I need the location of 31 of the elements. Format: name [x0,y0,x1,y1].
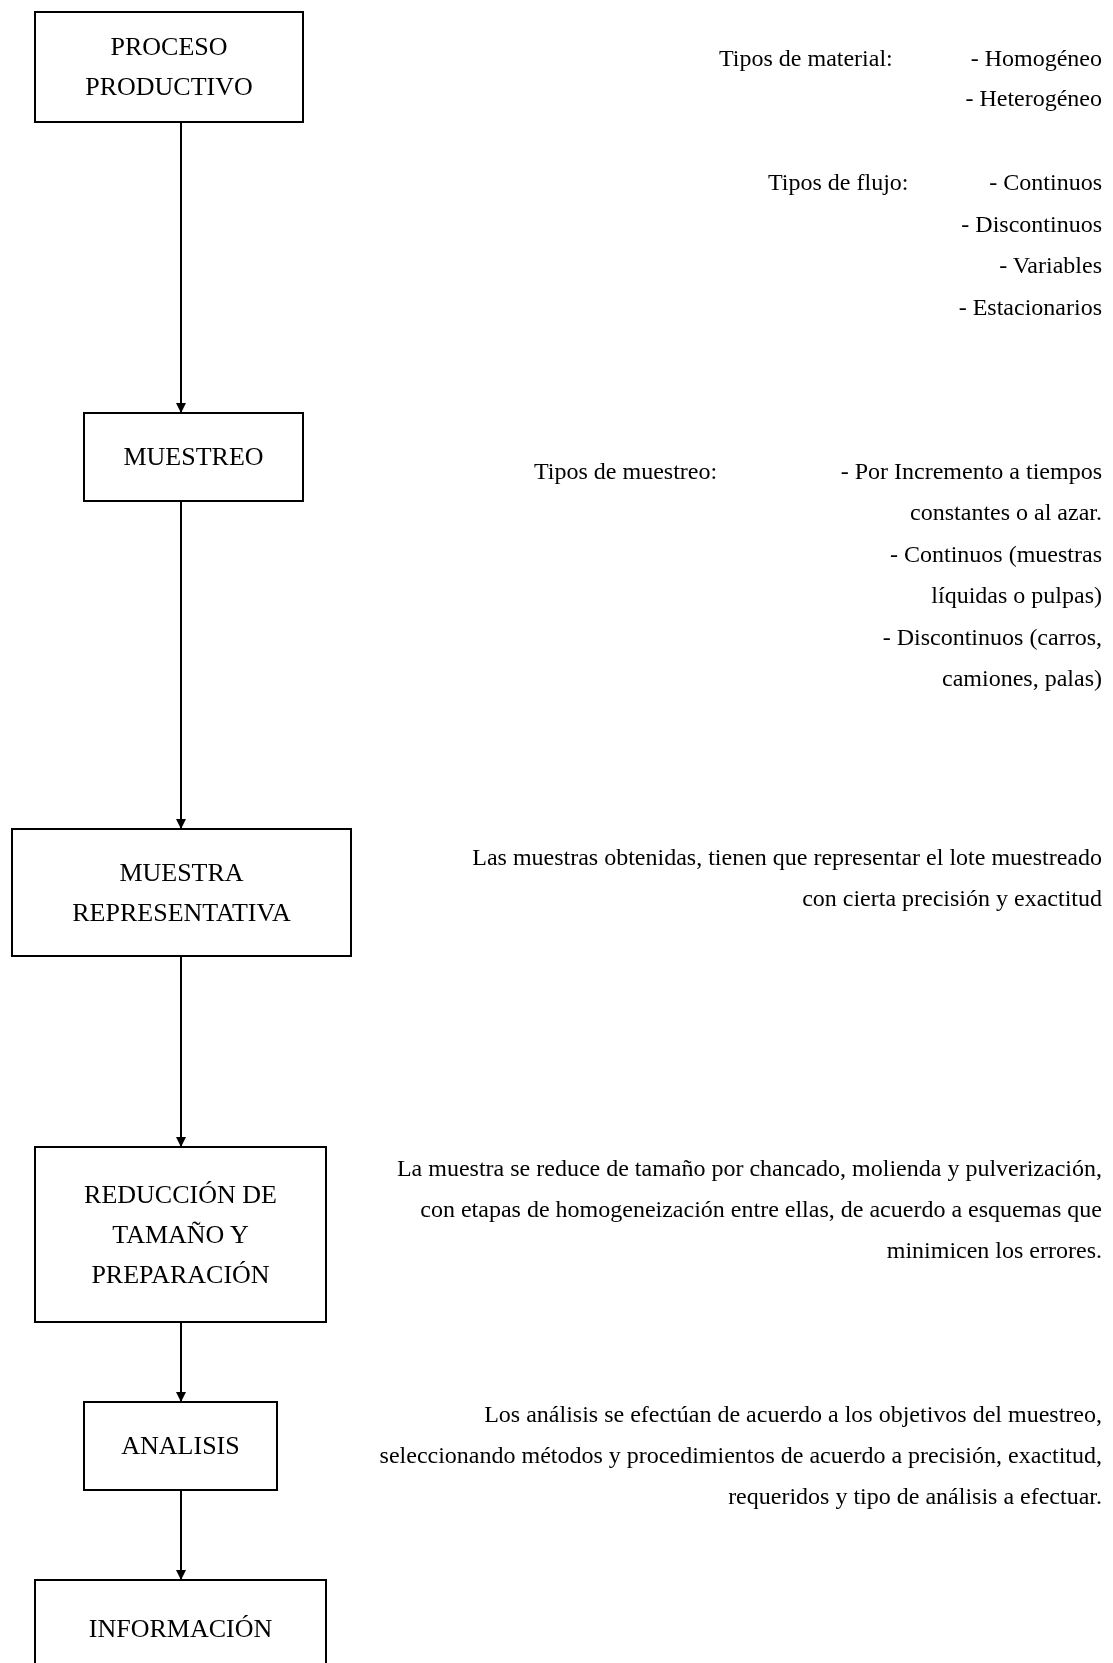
note-text: Tipos de material: [719,44,893,73]
note-text: Tipos de muestreo: [534,457,718,486]
box-label: PROCESO PRODUCTIVO [84,31,254,103]
arrow [176,956,186,1147]
note-text: - Continuos (muestras líquidas o pulpas) [889,540,1102,610]
process-box [34,1579,327,1663]
note-text: - Por Incremento a tiempos constantes o al azar. [839,457,1102,527]
note-text: - Variables [998,251,1102,280]
box-label: MUESTREO [123,441,264,473]
process-box [34,11,304,123]
process-box [34,1146,327,1323]
note-text: - Homogéneo [969,44,1102,73]
box-label: MUESTRA REPRESENTATIVA [71,856,292,929]
process-box [83,412,304,502]
arrow [176,122,186,413]
note-text: - Heterogéneo [964,84,1102,113]
note-text: - Discontinuos (carros, camiones, palas) [881,623,1102,693]
arrow [176,1490,186,1580]
note-text: Tipos de flujo: [768,168,909,197]
box-label: ANALISIS [121,1430,240,1462]
note-text: - Estacionarios [957,293,1102,322]
process-box [83,1401,278,1491]
note-text: - Discontinuos [960,210,1102,239]
arrow [176,501,186,829]
arrow [176,1322,186,1402]
note-text: Las muestras obtenidas, tienen que representar el lote muestreado con cierta precisión y exactitud [471,843,1102,913]
note-text: Los análisis se efectúan de acuerdo a los objetivos del muestreo, seleccionando métodos y procedimientos de acuerdo a precisión, exactitud, requeridos y tipo de análisis a efectuar. [378,1400,1102,1511]
box-label: REDUCCIÓN DE TAMAÑO Y PREPARACIÓN [83,1178,278,1291]
note-text: La muestra se reduce de tamaño por chancado, molienda y pulverización, con etapas de homogeneización entre ellas, de acuerdo a esquemas que minimicen los errores. [395,1154,1102,1265]
box-label: INFORMACIÓN [88,1613,273,1645]
process-box [11,828,352,957]
